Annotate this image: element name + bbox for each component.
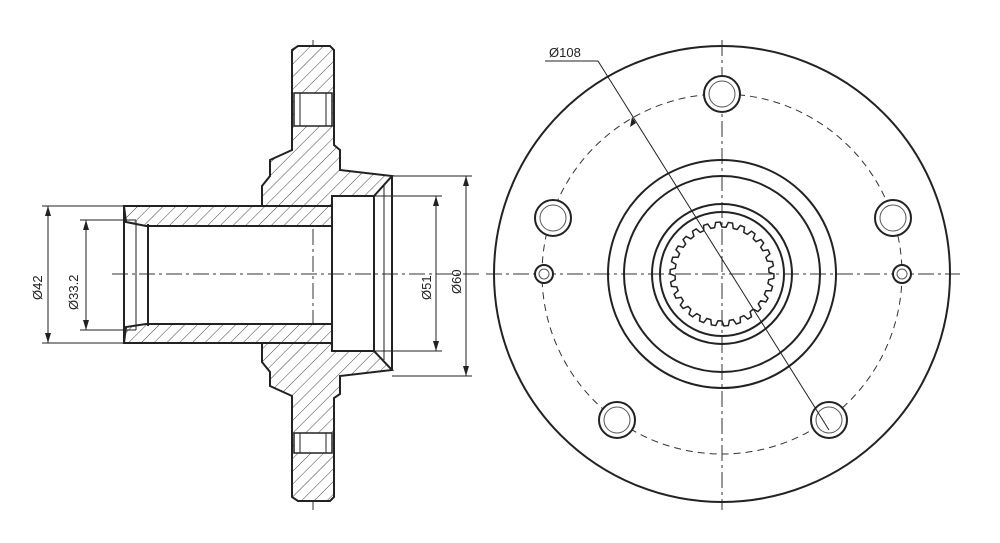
dimension-d60-label: Ø60 — [449, 269, 464, 294]
lower-flange-section — [261, 342, 395, 502]
dimension-d51-label: Ø51 — [419, 275, 434, 300]
hub-step-circle — [623, 175, 821, 373]
spline-profile — [669, 221, 775, 327]
dimension-d42-label: Ø42 — [30, 275, 45, 300]
upper-shank-section — [122, 205, 333, 227]
dimension-d108: Ø108 — [545, 45, 830, 431]
section-view: Ø42 Ø33.2 Ø51 Ø60 — [30, 40, 482, 510]
locating-hole-right — [892, 264, 912, 284]
flange-outer-circle — [493, 45, 951, 503]
locating-hole-left — [534, 264, 554, 284]
lower-bolt-bore — [293, 432, 333, 454]
dimension-d60: Ø60 — [392, 175, 472, 377]
dimension-d33: Ø33.2 — [66, 219, 136, 331]
lower-shank-section — [122, 323, 333, 344]
dimension-d33-label: Ø33.2 — [66, 275, 81, 310]
dimension-d108-label: Ø108 — [549, 45, 581, 60]
bore-inner-circle — [659, 211, 785, 337]
hub-outer-circle — [607, 159, 837, 389]
front-view: Ø108 — [486, 40, 960, 510]
dimension-d51: Ø51 — [374, 195, 442, 352]
bore-outer-circle — [651, 203, 793, 345]
dimension-d42: Ø42 — [30, 205, 124, 344]
